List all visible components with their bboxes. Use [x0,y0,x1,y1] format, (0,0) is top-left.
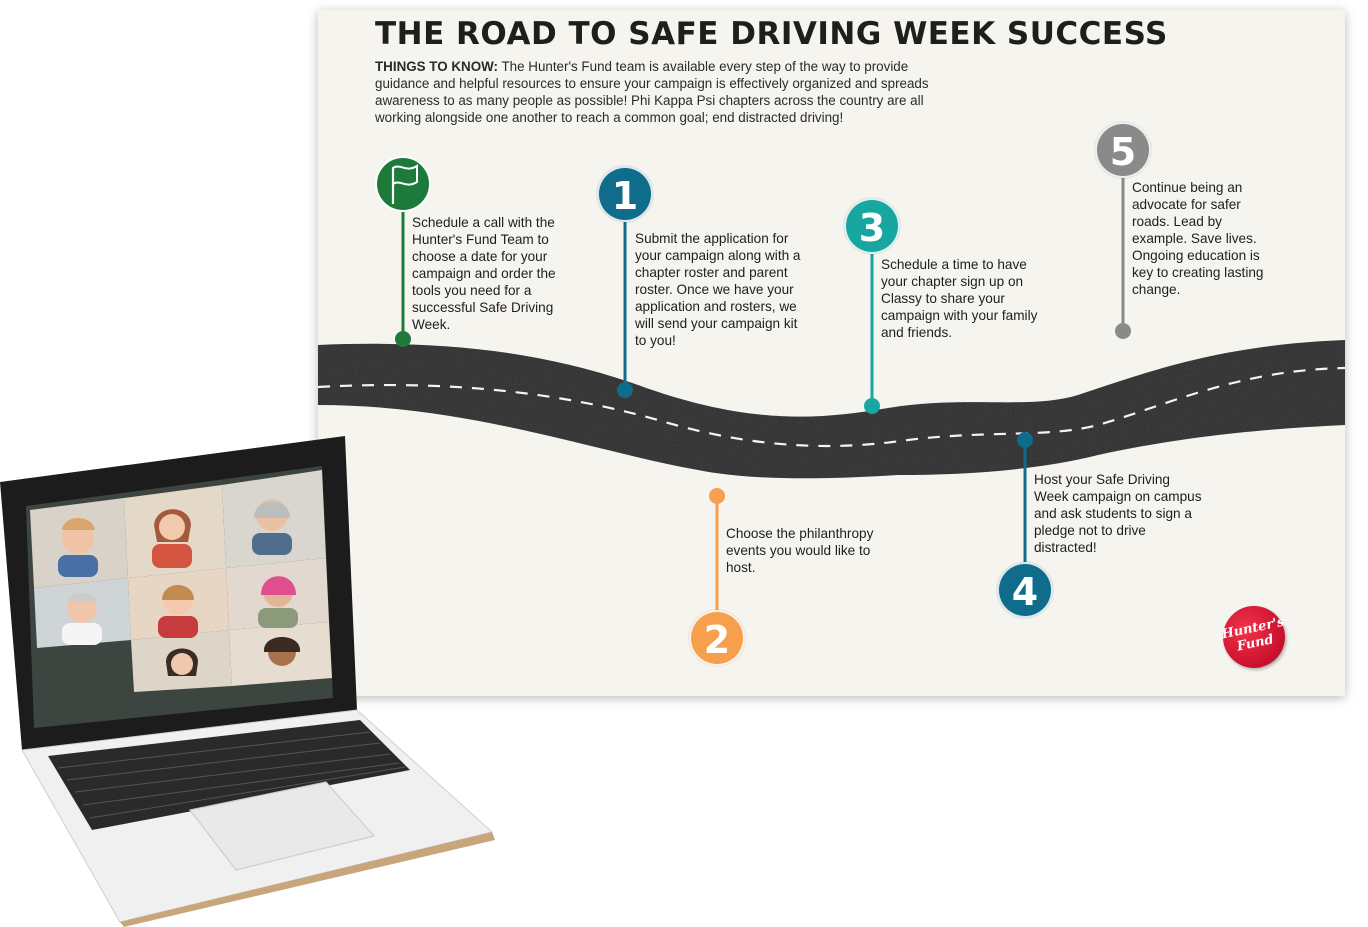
step-text-5: Continue being an advocate for safer roa… [1132,180,1264,297]
step-number-3: 3 [844,198,900,254]
flag-icon [375,156,431,212]
step-text-1: Submit the application for your campaign… [635,231,801,348]
step-connector-5 [1115,175,1131,339]
road-graphic [318,156,1345,610]
step-number-5: 5 [1095,122,1151,178]
step-text-4: Host your Safe Driving Week campaign on … [1034,472,1202,555]
road-map-poster: THE ROAD TO SAFE DRIVING WEEK SUCCESS TH… [318,10,1345,696]
video-call-grid [30,470,332,692]
laptop-illustration [0,436,495,927]
poster-title: THE ROAD TO SAFE DRIVING WEEK SUCCESS [375,16,1168,52]
intro-label: THINGS TO KNOW: [375,59,498,74]
step-text-3: Schedule a time to have your chapter sig… [881,257,1038,340]
step-text-0: Schedule a call with the Hunter's Fund T… [412,215,556,332]
intro-text: The Hunter's Fund team is available ever… [375,59,929,125]
step-connector-4 [1017,432,1033,570]
step-connector-2 [709,488,725,610]
step-number-1: 1 [597,166,653,222]
step-number-4: 4 [997,562,1053,618]
laptop-keyboard [48,720,410,830]
intro-paragraph: THINGS TO KNOW: The Hunter's Fund team i… [375,58,965,126]
road-center-line [318,366,1345,448]
step-connector-1 [617,220,633,398]
step-connector-0 [395,205,411,347]
laptop-trackpad [188,781,376,871]
step-text-2: Choose the philanthropy events you would… [726,526,874,575]
step-number-2: 2 [689,610,745,666]
step-connector-3 [864,250,880,414]
